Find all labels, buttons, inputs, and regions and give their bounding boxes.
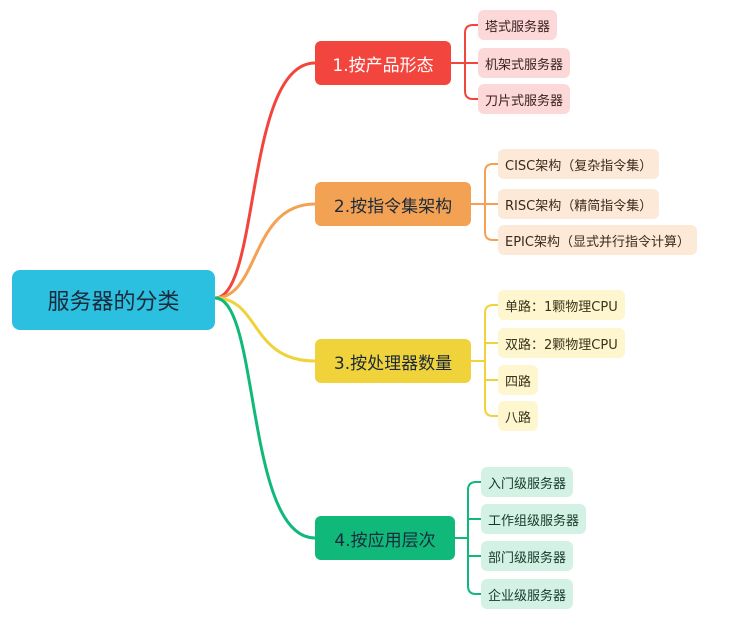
leaf-risc[interactable]: RISC架构（精简指令集） xyxy=(498,189,660,219)
branch-instruction-set[interactable]: 2.按指令集架构 xyxy=(315,182,471,226)
branch-3-leaf-connectors xyxy=(471,304,498,417)
leaf-eight-socket[interactable]: 八路 xyxy=(498,401,539,431)
branch-1-leaf-connectors xyxy=(451,24,478,100)
root-topic[interactable]: 服务器的分类 xyxy=(12,270,215,330)
leaf-workgroup-level[interactable]: 工作组级服务器 xyxy=(481,504,587,534)
branch-2-leaf-connectors xyxy=(471,163,498,241)
leaf-department-level[interactable]: 部门级服务器 xyxy=(481,541,574,571)
branch-4-leaf-connectors xyxy=(455,481,481,595)
connector-root-branch-1 xyxy=(214,61,316,300)
leaf-entry-level[interactable]: 入门级服务器 xyxy=(481,467,574,497)
leaf-blade-server[interactable]: 刀片式服务器 xyxy=(478,84,571,114)
connector-root-branch-4 xyxy=(214,296,316,540)
leaf-cisc[interactable]: CISC架构（复杂指令集） xyxy=(498,149,660,179)
branch-processor-count[interactable]: 3.按处理器数量 xyxy=(315,339,471,383)
branch-product-form[interactable]: 1.按产品形态 xyxy=(315,41,451,85)
leaf-single-socket[interactable]: 单路：1颗物理CPU xyxy=(498,290,625,320)
leaf-four-socket[interactable]: 四路 xyxy=(498,365,539,395)
leaf-rack-server[interactable]: 机架式服务器 xyxy=(478,48,571,78)
leaf-tower-server[interactable]: 塔式服务器 xyxy=(478,10,558,40)
leaf-enterprise-level[interactable]: 企业级服务器 xyxy=(481,579,574,609)
branch-application-level[interactable]: 4.按应用层次 xyxy=(315,516,455,560)
connector-root-branch-3 xyxy=(214,296,316,363)
connector-root-branch-2 xyxy=(214,202,316,300)
leaf-dual-socket[interactable]: 双路：2颗物理CPU xyxy=(498,328,625,358)
leaf-epic[interactable]: EPIC架构（显式并行指令计算） xyxy=(498,225,697,255)
